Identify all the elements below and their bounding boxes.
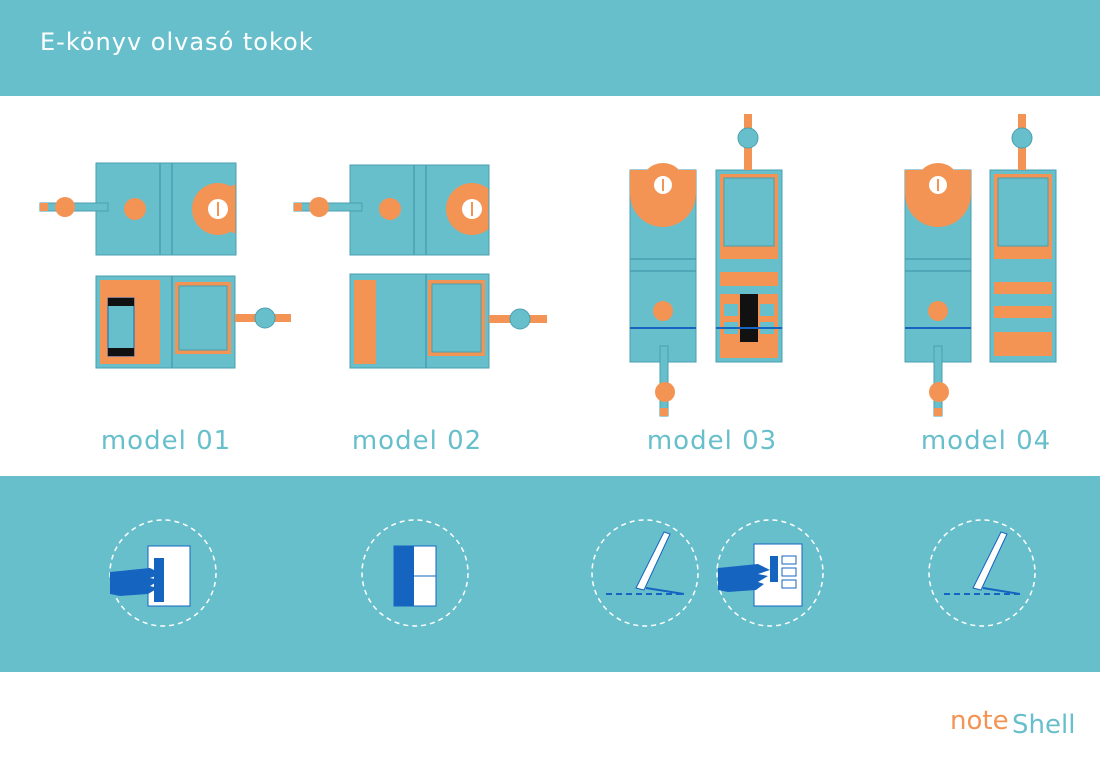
model-03-label: model 03 (646, 426, 778, 456)
model-02-label: model 02 (351, 426, 483, 456)
model-04-case-closed (904, 163, 972, 417)
model-02-case-closed (293, 164, 499, 256)
model-01-case-open (95, 275, 291, 369)
model-01-label: model 01 (100, 426, 232, 456)
models-drawing (39, 114, 1057, 417)
model-02-case-open (349, 273, 547, 369)
model-01-case-closed (39, 162, 246, 256)
usage-icons (109, 519, 1036, 627)
hand-hold-open-icon (716, 519, 824, 627)
page-title: E-könyv olvasó tokok (40, 28, 314, 56)
model-03-case-open (715, 114, 783, 363)
model-04-case-open (989, 114, 1057, 363)
logo-note-text: note (950, 706, 1009, 736)
stand-icon-2 (928, 519, 1036, 627)
model-04-label: model 04 (920, 426, 1052, 456)
model-03-case-closed (629, 163, 697, 417)
header-bar: E-könyv olvasó tokok (0, 0, 1100, 96)
stand-icon-1 (591, 519, 699, 627)
usage-band (0, 476, 1100, 672)
hand-hold-icon (109, 519, 217, 627)
models-diagram: model 01 model 02 model 03 model 04 (0, 96, 1100, 476)
logo-shell-text: Shell (1012, 710, 1076, 740)
book-case-icon (361, 519, 469, 627)
